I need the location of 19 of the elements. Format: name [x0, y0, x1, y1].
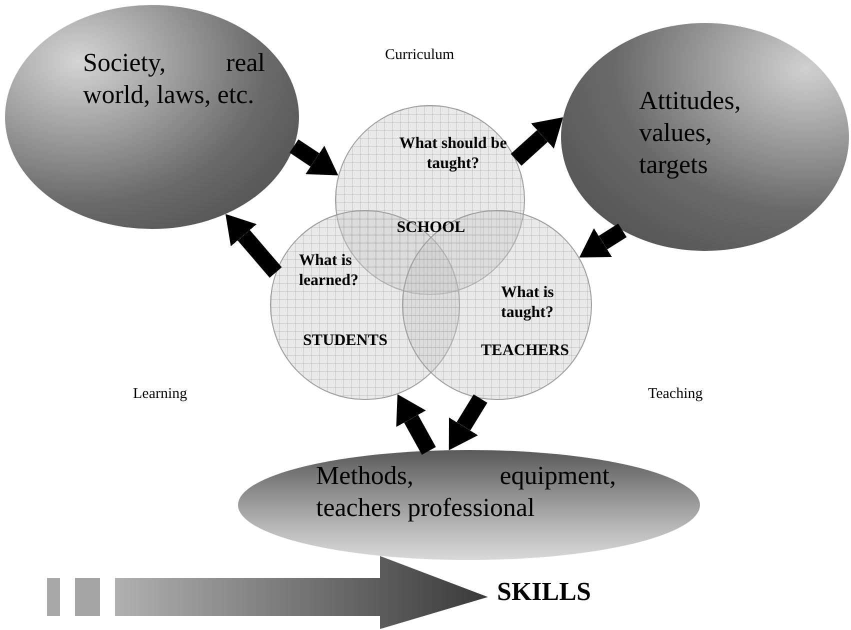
arrow [448, 394, 488, 450]
ellipse-text: Attitudes, values, targets [639, 85, 742, 181]
arrow [579, 224, 627, 258]
section-label: Curriculum [385, 46, 454, 65]
question-text: What should be taught? [398, 134, 508, 174]
section-label: Learning [133, 385, 188, 404]
arrow [226, 214, 282, 278]
circle-title: SCHOOL [396, 218, 466, 238]
arrow-label: SKILLS [497, 576, 591, 608]
arrow [510, 117, 564, 166]
circle-title: TEACHERS [481, 341, 570, 361]
circle-title: STUDENTS [303, 331, 388, 351]
question-text: What is learned? [299, 251, 360, 291]
arrow [396, 394, 436, 455]
ellipse-text: Methods, equipment, teachers professional [316, 460, 616, 524]
arrow [290, 139, 338, 176]
ellipse-text: Society, real world, laws, etc. [83, 47, 265, 111]
question-text: What is taught? [501, 283, 555, 323]
section-label: Teaching [648, 385, 703, 404]
